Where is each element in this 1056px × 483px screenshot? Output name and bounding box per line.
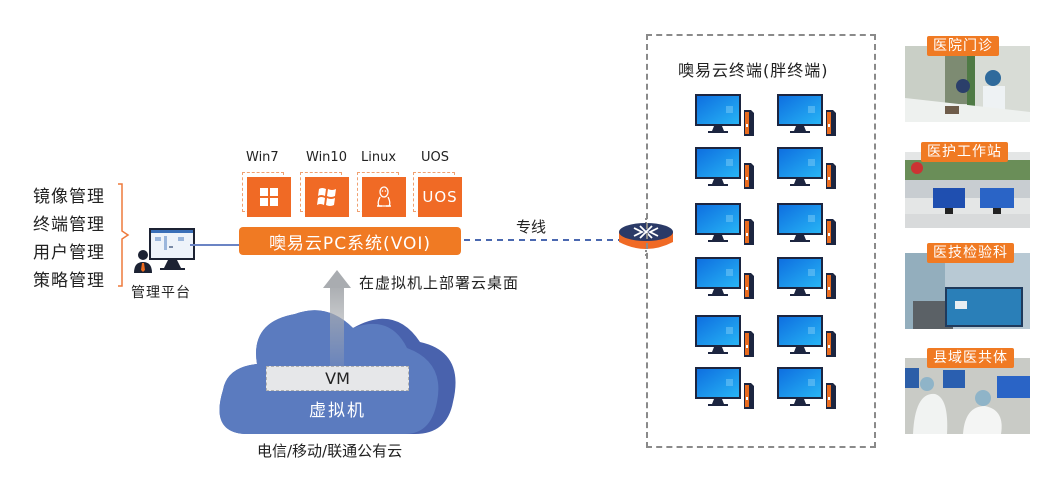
management-platform-label: 管理平台 xyxy=(131,285,191,301)
windows-wave-icon xyxy=(317,188,336,206)
os-label-uos: UOS xyxy=(421,150,449,165)
fat-terminal-icon xyxy=(694,255,764,305)
mgmt-item-policy: 策略管理 xyxy=(33,271,105,291)
vm-cn-label: 虚拟机 xyxy=(309,401,366,421)
deploy-arrow-shaft xyxy=(330,284,344,366)
county-medical-photo xyxy=(905,358,1030,434)
console-link-line xyxy=(190,244,240,246)
mgmt-item-image: 镜像管理 xyxy=(33,187,105,207)
fat-terminal-icon xyxy=(694,92,764,142)
dedicated-line-label: 专线 xyxy=(516,218,547,236)
scene-tag-lab: 医技检验科 xyxy=(927,243,1014,263)
os-label-win10: Win10 xyxy=(306,150,347,165)
tux-penguin-icon xyxy=(377,186,391,207)
mgmt-item-terminal: 终端管理 xyxy=(33,215,105,235)
os-tile-win10 xyxy=(300,172,349,217)
os-tile-win7 xyxy=(242,172,291,217)
fat-terminal-icon xyxy=(776,255,846,305)
fat-terminal-icon xyxy=(694,201,764,251)
public-cloud-label: 电信/移动/联通公有云 xyxy=(257,442,403,460)
dedicated-line xyxy=(464,239,620,241)
fat-terminal-icon xyxy=(694,313,764,363)
scene-tag-county-medical: 县域医共体 xyxy=(927,348,1014,368)
deploy-arrow-head xyxy=(323,270,351,288)
terminal-group-box xyxy=(646,34,876,448)
os-tile-linux xyxy=(357,172,406,217)
os-label-win7: Win7 xyxy=(246,150,279,165)
management-console-icon xyxy=(134,228,195,273)
fat-terminal-icon xyxy=(776,365,846,415)
uos-text-icon: UOS xyxy=(422,188,458,206)
fat-terminal-icon xyxy=(776,92,846,142)
os-label-linux: Linux xyxy=(361,150,397,165)
os-tile-uos: UOS xyxy=(413,172,462,217)
outpatient-photo xyxy=(905,46,1030,122)
nurse-station-photo xyxy=(905,152,1030,228)
scene-tag-nurse-station: 医护工作站 xyxy=(921,142,1008,162)
brace-connector xyxy=(118,183,130,287)
voi-system-bar: 噢易云PC系统(VOI) xyxy=(239,227,461,255)
deploy-label: 在虚拟机上部署云桌面 xyxy=(359,274,520,292)
fat-terminal-icon xyxy=(776,201,846,251)
windows-flat-icon xyxy=(260,188,278,206)
scene-tag-outpatient: 医院门诊 xyxy=(927,36,999,56)
fat-terminal-icon xyxy=(694,365,764,415)
fat-terminal-icon xyxy=(776,145,846,195)
fat-terminal-icon xyxy=(694,145,764,195)
lab-photo xyxy=(905,253,1030,329)
terminal-group-title: 噢易云终端(胖终端) xyxy=(678,61,829,80)
vm-box: VM xyxy=(266,366,409,391)
fat-terminal-icon xyxy=(776,313,846,363)
mgmt-item-user: 用户管理 xyxy=(33,243,105,263)
